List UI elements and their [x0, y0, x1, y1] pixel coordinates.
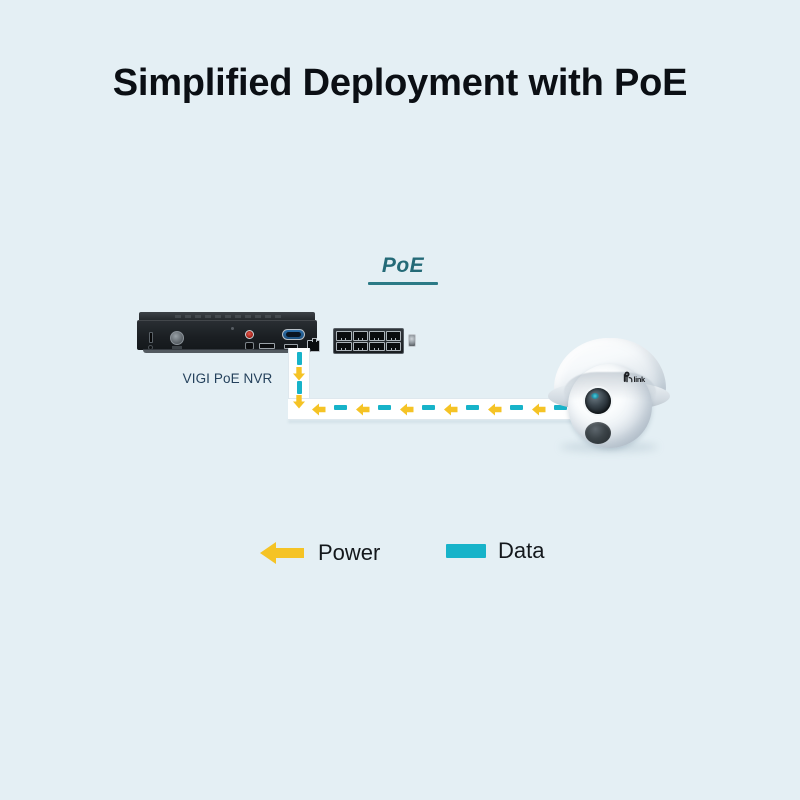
legend: Power Data: [250, 536, 570, 576]
power-flow-arrow: [292, 394, 307, 409]
data-flow-dash: [297, 381, 302, 394]
nvr-fan-icon: [170, 331, 184, 345]
data-flow-dash: [466, 405, 479, 410]
svg-text:link: link: [634, 375, 647, 384]
poe-link-label: PoE: [368, 255, 438, 285]
power-flow-arrow: [400, 402, 414, 417]
nvr-power-connector-icon: [408, 334, 416, 347]
nvr-poe-port: [352, 331, 368, 341]
nvr-indicator-dot-icon: [231, 327, 234, 330]
power-flow-arrow: [356, 402, 370, 417]
data-flow-dash: [422, 405, 435, 410]
nvr-chassis-base: [143, 349, 311, 353]
nvr-top-surface: [139, 312, 315, 321]
legend-item-data: Data: [446, 540, 544, 562]
legend-label-data: Data: [498, 538, 545, 563]
data-flow-dash: [297, 352, 302, 365]
power-flow-arrow: [312, 402, 326, 417]
power-flow-arrow: [532, 402, 546, 417]
nvr-poe-port: [385, 341, 401, 351]
nvr-poe-port: [385, 331, 401, 341]
page-title: Simplified Deployment with PoE: [112, 62, 688, 104]
power-flow-arrow: [292, 366, 307, 381]
nvr-poe-port: [369, 341, 385, 351]
data-flow-dash: [378, 405, 391, 410]
nvr-panel-marking: [172, 346, 182, 349]
cable-drop-shadow: [288, 420, 580, 423]
device-nvr: [137, 312, 416, 354]
power-flow-arrow: [488, 402, 502, 417]
legend-label-power: Power: [318, 540, 381, 565]
data-flow-dash: [554, 405, 567, 410]
nvr-vent-strip: [175, 315, 285, 318]
left-arrow-icon: [260, 542, 304, 564]
poe-label-underline: [368, 282, 438, 285]
data-flow-dash: [334, 405, 347, 410]
nvr-vga-port-inner: [286, 332, 301, 337]
power-flow-arrow: [444, 402, 458, 417]
tp-link-logo-icon: link: [620, 371, 654, 387]
nvr-poe-port: [352, 341, 368, 351]
poe-label-text: PoE: [381, 254, 425, 277]
nvr-poe-port: [369, 331, 385, 341]
data-flow-dash: [510, 405, 523, 410]
legend-item-power: Power: [258, 540, 380, 566]
nvr-poe-port: [336, 341, 352, 351]
nvr-lock-slot-icon: [149, 332, 153, 343]
camera-lens-icon: [585, 388, 611, 414]
device-camera: link: [548, 338, 670, 452]
nvr-poe-port-block: [333, 328, 404, 354]
rectangle-swatch-icon: [446, 544, 486, 558]
nvr-rear-panel: [137, 320, 416, 354]
nvr-hdmi-port-icon: [259, 343, 275, 349]
nvr-rca-audio-out-port-icon: [245, 330, 254, 339]
tp-link-logo-svg: link: [623, 371, 647, 384]
device-nvr-label: VIGI PoE NVR: [182, 371, 273, 386]
camera-ir-led-icon: [585, 422, 611, 444]
nvr-poe-port: [336, 331, 352, 341]
